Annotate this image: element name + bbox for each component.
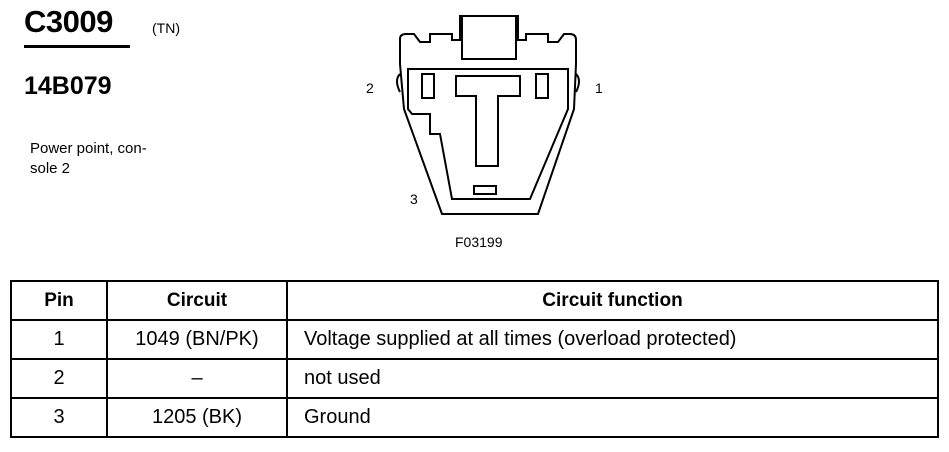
pin-1-side-tab [575, 73, 580, 93]
connector-color: (TN) [152, 20, 180, 36]
pin-1-cavity [535, 73, 549, 99]
connector-housing-outline [399, 15, 577, 215]
part-number: 14B079 [24, 72, 112, 100]
cell-circuit: – [106, 358, 288, 399]
cell-pin: 2 [10, 358, 108, 399]
connector-id-underline [24, 45, 130, 48]
table-row: 3 1205 (BK) Ground [10, 397, 939, 438]
connector-inner-wall [407, 68, 569, 200]
pin-3-cavity [473, 185, 497, 195]
connector-description: Power point, con- sole 2 [30, 140, 147, 177]
connector-latch [461, 16, 517, 60]
key-t-slot [455, 75, 521, 167]
table-header-row: Pin Circuit Circuit function [10, 280, 939, 321]
pin-2-cavity [421, 73, 435, 99]
pin-2-side-tab [396, 73, 401, 93]
pin-1-label: 1 [595, 80, 603, 96]
table-row: 1 1049 (BN/PK) Voltage supplied at all t… [10, 319, 939, 360]
figure-code: F03199 [455, 234, 503, 250]
header-pin: Pin [10, 280, 108, 321]
pin-function-table: Pin Circuit Circuit function 1 1049 (BN/… [10, 280, 939, 438]
table-row: 2 – not used [10, 358, 939, 399]
pin-2-label: 2 [366, 80, 374, 96]
header-circuit-function: Circuit function [286, 280, 939, 321]
cell-circuit: 1205 (BK) [106, 397, 288, 438]
cell-pin: 1 [10, 319, 108, 360]
cell-function: not used [286, 358, 939, 399]
pin-3-label: 3 [410, 191, 418, 207]
cell-function: Ground [286, 397, 939, 438]
cell-circuit: 1049 (BN/PK) [106, 319, 288, 360]
connector-face-drawing [396, 15, 580, 215]
connector-id: C3009 [24, 4, 113, 39]
cell-function: Voltage supplied at all times (overload … [286, 319, 939, 360]
header-circuit: Circuit [106, 280, 288, 321]
cell-pin: 3 [10, 397, 108, 438]
